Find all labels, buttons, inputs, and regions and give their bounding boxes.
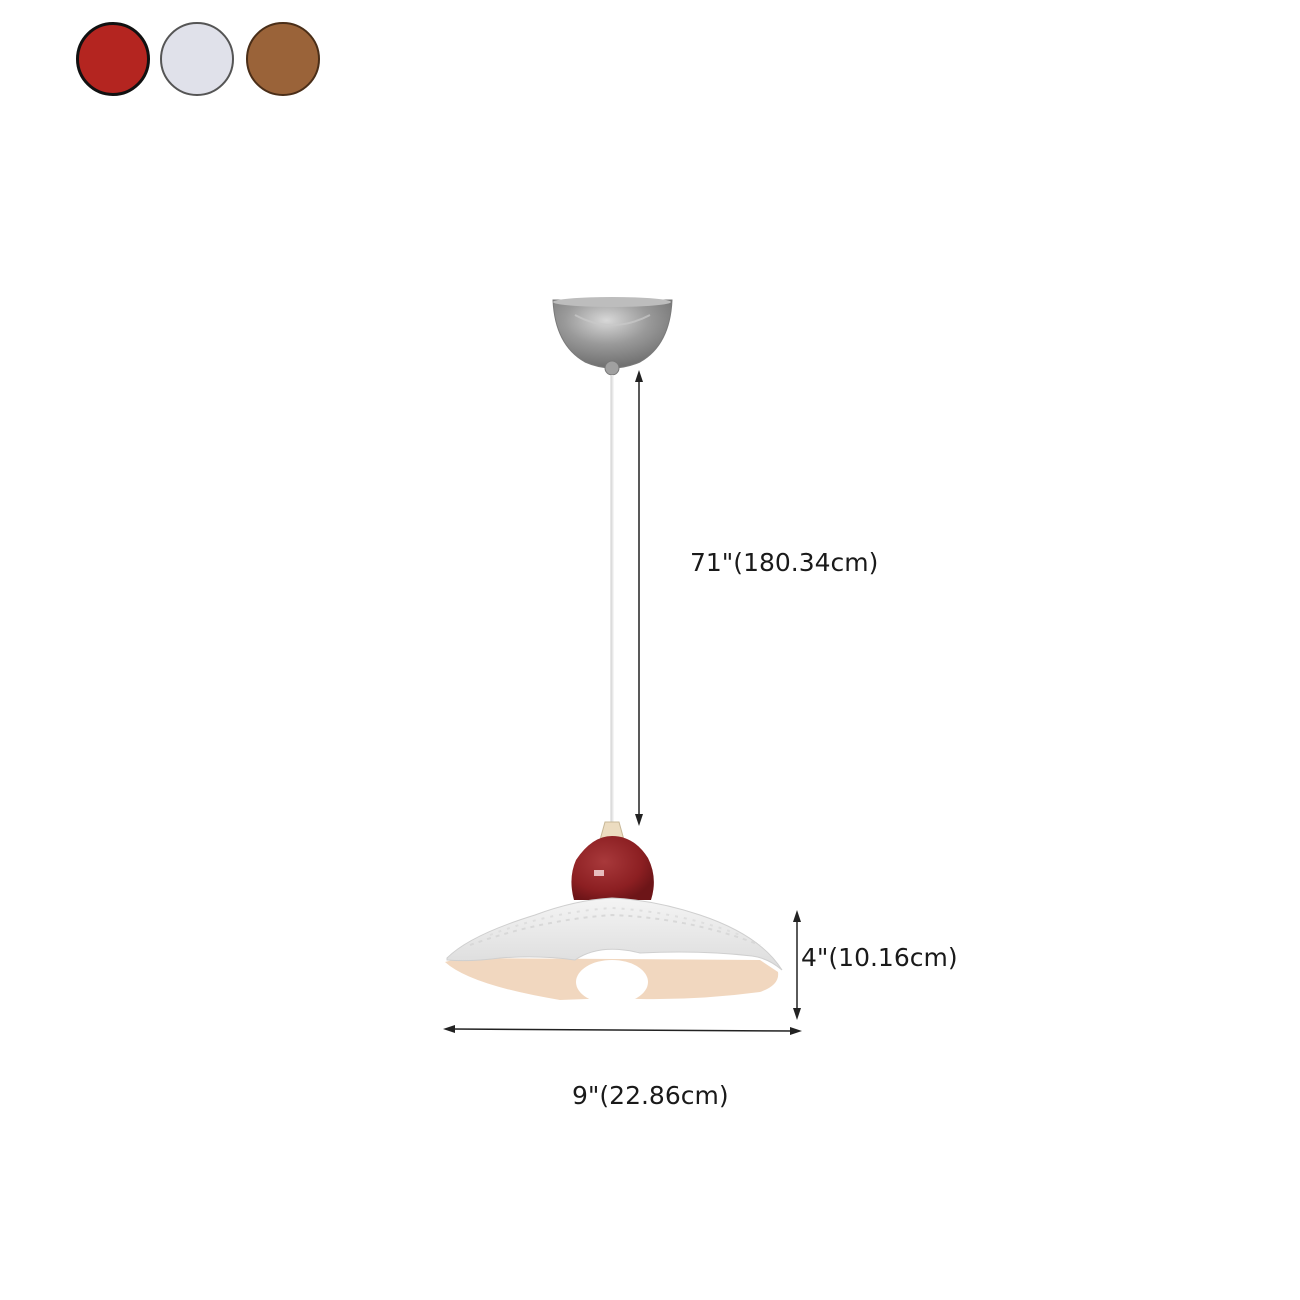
color-swatch-red[interactable]: [76, 22, 150, 96]
lamp-shade: [445, 897, 783, 1004]
color-swatch-brown[interactable]: [246, 22, 320, 96]
height-label: 4"(10.16cm): [801, 943, 958, 972]
drop-dimension-arrow: [635, 370, 643, 826]
socket-ball: [571, 836, 654, 900]
color-swatch-white[interactable]: [160, 22, 234, 96]
width-label: 9"(22.86cm): [572, 1081, 729, 1110]
drop-length-label: 71"(180.34cm): [690, 548, 879, 577]
height-dimension-arrow: [793, 910, 801, 1020]
width-dimension-arrow: [443, 1025, 802, 1035]
ceiling-canopy: [552, 297, 673, 376]
